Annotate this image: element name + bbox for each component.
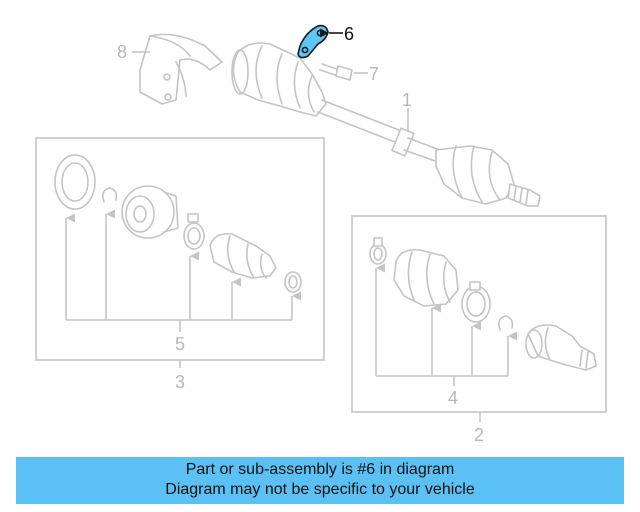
callout-3[interactable]: 3 — [175, 372, 185, 392]
info-banner: Part or sub-assembly is #6 in diagram Di… — [16, 457, 624, 504]
callout-1[interactable]: 1 — [402, 90, 412, 110]
callout-7[interactable]: 7 — [369, 64, 379, 84]
box-3-leaders — [65, 209, 301, 368]
banner-line-2: Diagram may not be specific to your vehi… — [165, 481, 475, 498]
box-2-leaders — [375, 263, 517, 422]
bracket-part-6[interactable] — [297, 24, 329, 59]
callout-4[interactable]: 4 — [448, 388, 458, 408]
callout-8[interactable]: 8 — [117, 42, 127, 62]
banner-line-1: Part or sub-assembly is #6 in diagram — [185, 461, 455, 478]
callout-6[interactable]: 6 — [344, 24, 354, 44]
axle-shaft-part-1[interactable] — [231, 42, 541, 207]
callout-5[interactable]: 5 — [175, 334, 185, 354]
bolt-part-7[interactable] — [319, 63, 353, 81]
inner-joint-kit-parts[interactable] — [369, 237, 597, 371]
callout-2[interactable]: 2 — [474, 425, 484, 445]
outer-joint-kit-parts[interactable] — [54, 154, 302, 293]
heat-shield-part-8[interactable] — [139, 33, 223, 105]
group-box-2 — [351, 215, 607, 413]
